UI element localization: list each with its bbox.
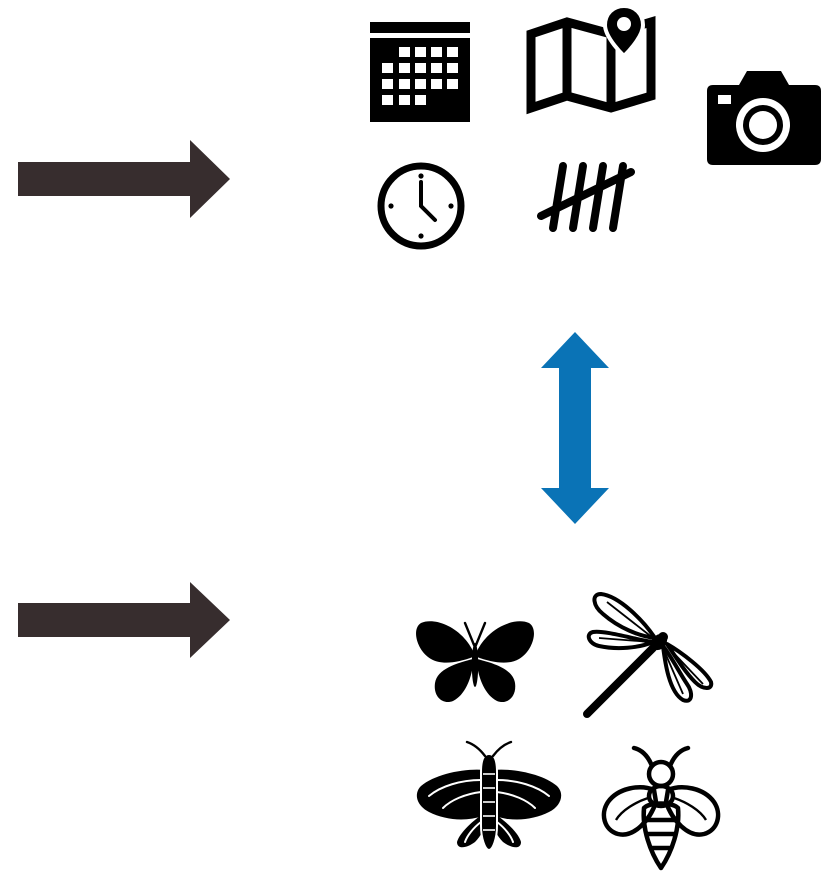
dragonfly-icon (583, 590, 715, 720)
right-arrow-bottom (18, 582, 230, 658)
double-arrow-shape (541, 332, 609, 524)
clock-icon (375, 162, 467, 250)
camera-icon (705, 69, 823, 167)
moth-icon (415, 740, 563, 852)
butterfly-icon (413, 617, 537, 705)
calendar-icon (370, 22, 470, 122)
right-arrow-top-shape (18, 140, 230, 218)
right-arrow-bottom-shape (18, 582, 230, 658)
map-pin-icon (526, 3, 657, 115)
double-arrow-vertical (539, 332, 611, 524)
tally-marks-icon (537, 160, 637, 234)
bee-icon (600, 744, 724, 872)
right-arrow-top (18, 140, 230, 218)
